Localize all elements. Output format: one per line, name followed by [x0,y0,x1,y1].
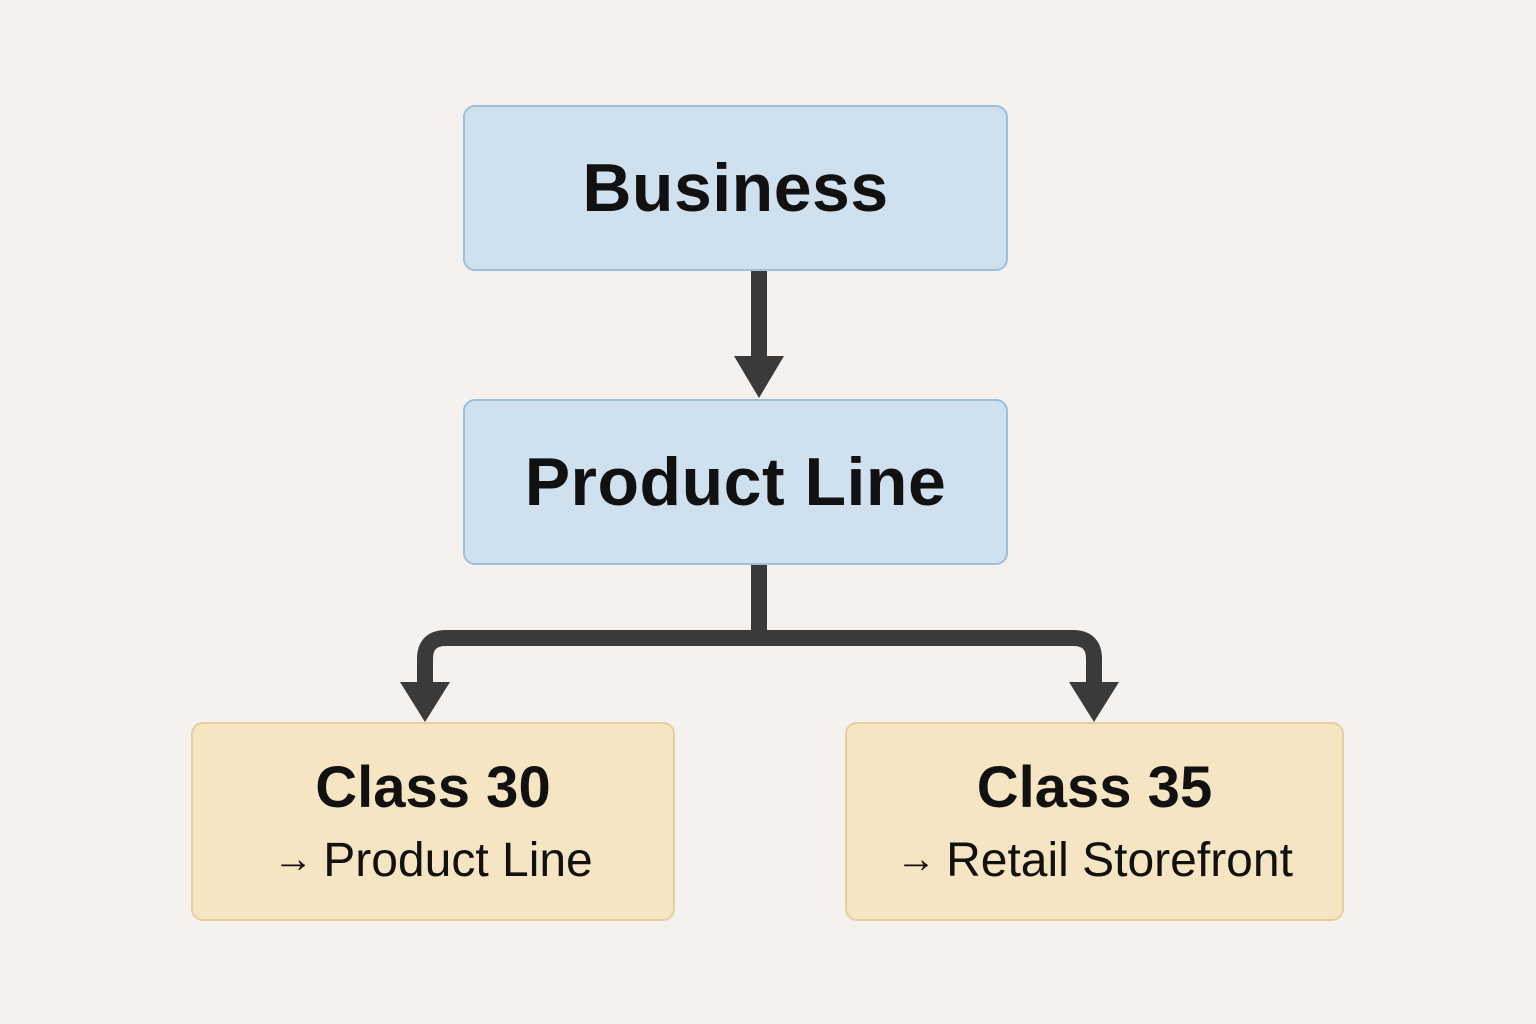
class-30-node: Class 30 →Product Line [191,722,675,921]
business-node: Business [463,105,1008,271]
class-35-detail-line: →Retail Storefront [896,833,1293,887]
right-arrow-icon: → [273,836,314,881]
edge-product-line-to-class-30 [417,630,759,684]
class-30-detail: Product Line [323,833,593,887]
right-arrow-icon: → [896,836,937,881]
arrowhead-product-line [734,356,784,398]
class-30-detail-line: →Product Line [273,833,593,887]
class-35-node: Class 35 →Retail Storefront [845,722,1344,921]
business-label: Business [582,150,889,226]
arrowhead-class-35 [1069,682,1119,722]
edge-product-line-to-class-35 [759,630,1102,684]
class-35-detail: Retail Storefront [946,833,1293,887]
class-30-title: Class 30 [315,754,551,820]
product-line-label: Product Line [524,444,947,520]
arrowhead-class-30 [400,682,450,722]
class-35-title: Class 35 [976,754,1213,820]
product-line-node: Product Line [463,399,1008,565]
